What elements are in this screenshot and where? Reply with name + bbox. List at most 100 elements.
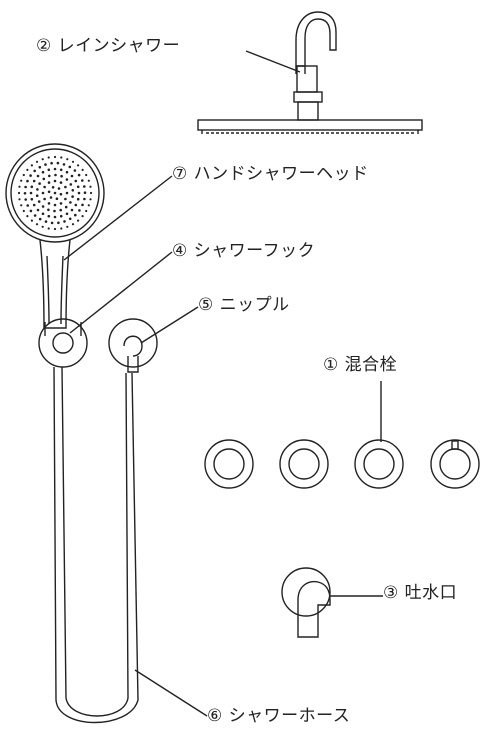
nozzle-dot (43, 185, 46, 189)
nozzle-dot (47, 168, 51, 172)
nozzle-dot (76, 197, 80, 201)
nozzle-dot (59, 208, 62, 212)
rain-shower-arm (295, 11, 337, 67)
nozzle-dot (38, 217, 42, 221)
nozzle-dot (89, 185, 92, 188)
rain-shower-collar (293, 91, 323, 103)
nozzle-dot (24, 198, 28, 201)
nozzle-dot (69, 183, 73, 186)
valve-1-outer (204, 439, 254, 489)
nozzle-dot (38, 182, 41, 185)
nozzle-dot (35, 194, 39, 197)
nozzle-dot (68, 217, 72, 221)
nozzle-dot (30, 219, 33, 222)
nozzle-dot (89, 198, 92, 201)
shower-hook (38, 318, 88, 368)
nozzle-dot (69, 201, 72, 204)
valve-3-inner (363, 448, 395, 480)
nozzle-dot (81, 203, 84, 207)
nozzle-dot (73, 169, 77, 172)
nozzle-dot (77, 219, 80, 222)
nozzle-dot (47, 181, 51, 184)
nozzle-dot (20, 204, 23, 207)
nozzle-dot (51, 186, 55, 189)
nozzle-dot (77, 164, 80, 167)
valve-4-outer (430, 439, 480, 489)
valve-2-outer (279, 439, 329, 489)
label-nipple: ⑤ ニップル (198, 295, 290, 315)
nozzle-dot (41, 191, 45, 195)
nozzle-dot (38, 165, 42, 169)
nozzle-dot (36, 208, 40, 212)
nozzle-dot (54, 173, 57, 177)
nozzle-dot (74, 179, 78, 183)
label-rain-shower: ② レインシャワー (36, 36, 181, 56)
nozzle-dot (30, 164, 33, 167)
nozzle-dot (65, 191, 69, 195)
nozzle-dot (63, 220, 66, 223)
valve-4-indicator (451, 440, 459, 450)
nozzle-dot (41, 212, 45, 216)
nozzle-dot (41, 225, 44, 228)
nozzle-dot (65, 170, 69, 174)
nozzle-dot (50, 161, 53, 165)
nozzle-dot (81, 215, 84, 218)
hand-shower-handle (39, 239, 71, 329)
leader-rain-shower (245, 50, 301, 73)
nozzle-dot (64, 197, 67, 201)
nozzle-dot (26, 179, 29, 183)
nozzle-dot (65, 178, 69, 181)
nozzle-dot (26, 215, 29, 218)
nozzle-dot (57, 221, 60, 225)
nozzle-dot (53, 179, 57, 183)
nozzle-dot (60, 156, 63, 159)
label-shower-hose: ⑥ シャワーホース (207, 706, 351, 726)
nozzle-dot (29, 174, 32, 177)
nozzle-dot (64, 205, 68, 209)
nozzle-dot (81, 168, 84, 171)
shower-hook-plate (38, 318, 88, 368)
nozzle-dot (70, 174, 74, 178)
nozzle-dot (77, 191, 81, 195)
spout-plate (281, 567, 331, 617)
label-spout: ③ 吐水口 (383, 583, 458, 603)
nipple-connector (127, 356, 139, 373)
nozzle-dot (59, 214, 63, 218)
nozzle-dot (53, 215, 57, 219)
nozzle-dot (59, 168, 63, 172)
nozzle-dot (24, 185, 27, 189)
nozzle-dot (43, 197, 46, 201)
label-mixer-valve: ① 混合栓 (323, 355, 398, 375)
nozzle-dot (71, 160, 75, 163)
nozzle-dot (36, 174, 40, 178)
nozzle-dot (81, 179, 84, 182)
leader-shower-hose (134, 669, 208, 717)
nozzle-dot (26, 168, 29, 171)
nozzle-dot (71, 195, 74, 198)
nozzle-dot (53, 227, 57, 231)
rain-shower-neck (297, 101, 319, 121)
nozzle-dot (47, 227, 50, 230)
nozzle-dot (35, 160, 39, 163)
nozzle-dot (30, 197, 34, 201)
nozzle-dot (37, 200, 41, 203)
nozzle-dot (26, 204, 30, 207)
nozzle-dot (74, 213, 77, 217)
nozzle-dot (55, 197, 59, 200)
nozzle-dot (78, 209, 81, 212)
nozzle-dot (53, 155, 57, 159)
nozzle-dot (22, 209, 25, 213)
label-shower-hook: ④ シャワーフック (172, 241, 316, 261)
nozzle-dot (50, 221, 54, 225)
nozzle-dot (42, 177, 46, 181)
nozzle-dot (33, 214, 37, 217)
valve-2-inner (288, 448, 320, 480)
nozzle-dot (29, 209, 33, 213)
nozzle-dot (59, 192, 63, 196)
valve-1-inner (213, 448, 245, 480)
nozzle-dot (70, 208, 74, 212)
hand-shower (5, 143, 105, 329)
nozzle-dot (89, 191, 93, 195)
nozzle-dot (53, 167, 57, 171)
nozzle-dot (66, 158, 69, 161)
